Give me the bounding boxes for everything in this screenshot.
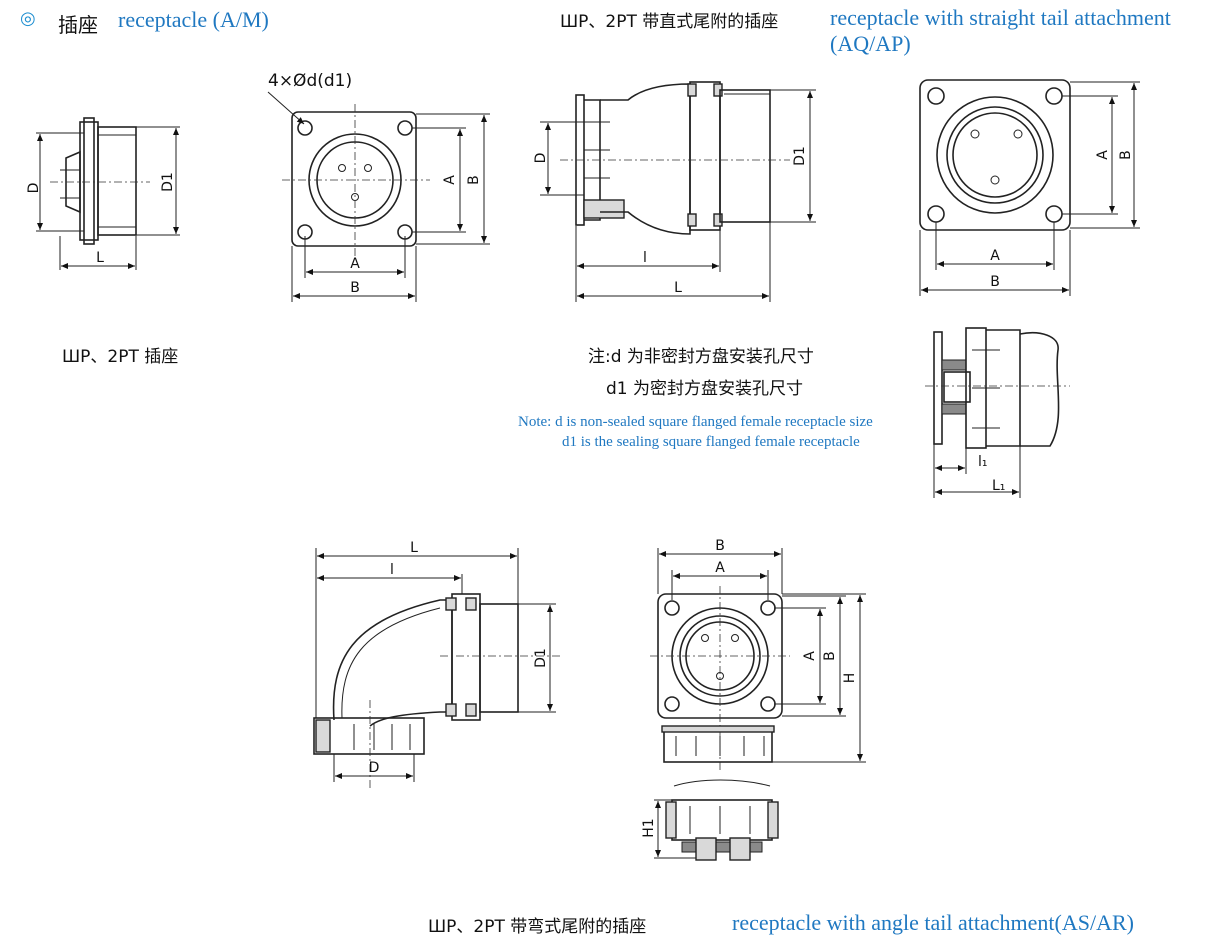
dim-L-6: L [410,540,418,556]
dim-A-4: A [990,248,1000,264]
angle-title-en: receptacle with angle tail attachment(AS… [732,910,1134,935]
angle-tail-clamp-view [654,779,779,861]
dim-L-3: L [674,280,682,296]
dim-L-1: L [96,250,104,266]
receptacle-caption: ШР、2PT 插座 [62,347,179,367]
angle-tail-side-view [313,548,560,790]
straight-title-en-line2: (AQ/AP) [830,31,911,56]
dim-A-2v: A [442,175,458,185]
dim-A-4v: A [1095,150,1111,160]
dim-B-4v: B [1118,150,1134,160]
straight-tail-front-view [919,79,1140,296]
bullet-icon: ◎ [20,8,36,29]
dim-D1-6: D1 [533,648,549,668]
dim-D1-3: D1 [792,146,808,166]
straight-tail-side-view [540,81,816,302]
dim-A-7: A [715,560,725,576]
section-title-cn: 插座 [58,13,98,37]
dim-l1: l₁ [978,454,988,470]
note-cn-line2: d1 为密封方盘安装孔尺寸 [606,379,804,399]
dim-H-7: H [842,673,858,684]
tail-clamp-detail-view [925,327,1070,498]
dim-D-1: D [26,183,42,194]
straight-title-cn: ШР、2PT 带直式尾附的插座 [560,12,779,32]
receptacle-side-view [36,117,180,270]
receptacle-front-view [267,91,490,302]
angle-tail-front-view [650,548,866,770]
note-cn-line1: 注:d 为非密封方盘安装孔尺寸 [588,347,814,367]
note-en-line2: d1 is the sealing square flanged female … [562,434,860,450]
dim-B-7v: B [822,651,838,661]
dim-D-3: D [533,153,549,164]
section-title-en: receptacle (A/M) [118,7,269,32]
dim-hole-callout: 4×Ød(d1) [268,71,352,91]
dim-D-6: D [369,760,380,776]
straight-title-en-line1: receptacle with straight tail attachment [830,5,1171,30]
dim-l-3: l [643,250,647,266]
dim-B-7: B [715,538,725,554]
dim-H1: H1 [641,818,657,837]
dim-B-2v: B [466,175,482,185]
note-en-line1: Note: d is non-sealed square flanged fem… [518,414,873,430]
dim-D1-1: D1 [160,172,176,192]
dim-L1: L₁ [992,478,1005,494]
angle-title-cn: ШР、2PT 带弯式尾附的插座 [428,917,647,937]
dim-A-2: A [350,256,360,272]
dim-A-7v: A [802,651,818,661]
dim-l-6: l [390,562,394,578]
dim-B-4: B [990,274,1000,290]
dim-B-2: B [350,280,360,296]
